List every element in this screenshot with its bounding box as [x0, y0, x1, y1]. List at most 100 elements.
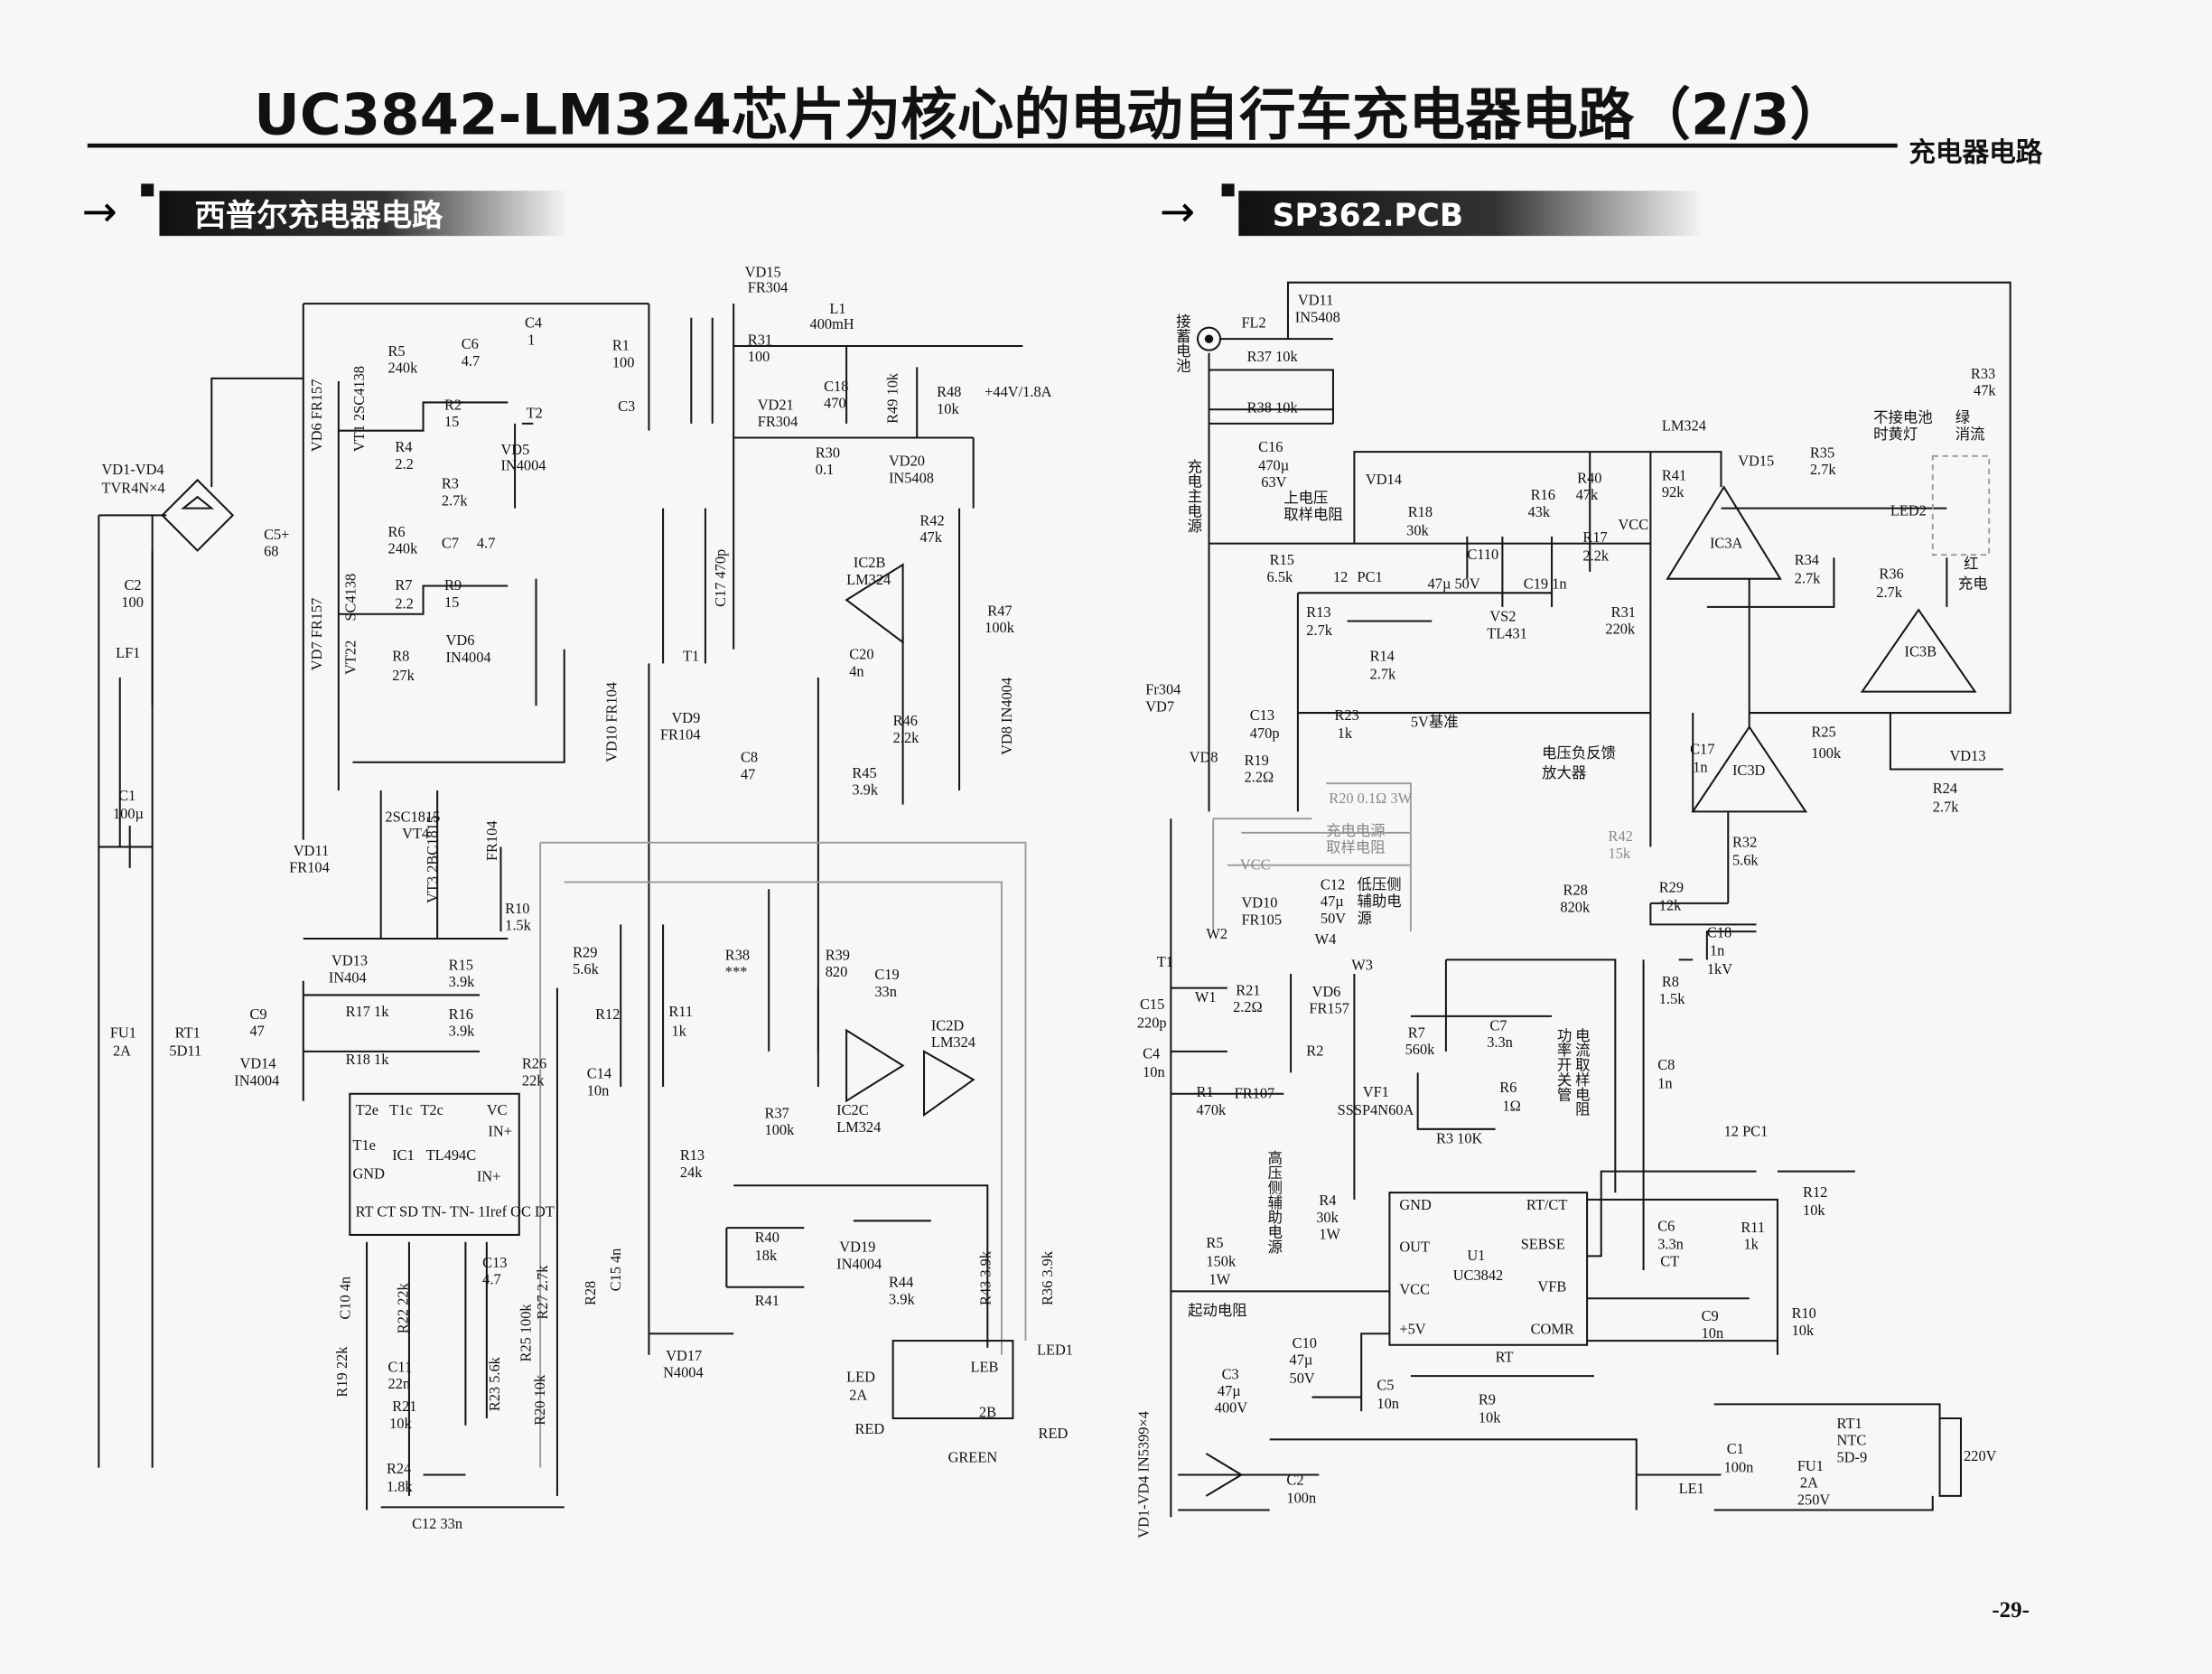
component-label: R18 — [1408, 503, 1433, 520]
component-label: IC1 — [392, 1146, 415, 1164]
component-label: SC4138 — [342, 574, 359, 622]
component-label: R1 — [1196, 1083, 1213, 1100]
component-label: OUT — [1399, 1239, 1430, 1256]
component-label: 3.9k — [449, 973, 475, 990]
component-label: 上电压 — [1283, 489, 1328, 506]
component-label: 3.9k — [852, 781, 878, 799]
component-label: VD20 — [889, 453, 925, 470]
component-label: FR107 — [1235, 1084, 1275, 1101]
component-label: W1 — [1195, 988, 1217, 1005]
component-label: IC2C — [836, 1101, 869, 1118]
component-label: VD13 — [1949, 747, 1985, 764]
component-label: 100k — [765, 1121, 796, 1138]
component-label: 2.7k — [1810, 461, 1836, 478]
component-label: C15 — [1140, 996, 1164, 1013]
component-label: 1kV — [1707, 960, 1732, 977]
component-label: R17 — [1582, 528, 1607, 546]
component-label: R35 — [1810, 444, 1834, 461]
component-label: LED1 — [1037, 1342, 1073, 1359]
component-label: VD1-VD4 IN5399×4 — [1134, 1411, 1152, 1538]
component-label: VD6 — [1312, 983, 1341, 1000]
component-label: GREEN — [948, 1448, 998, 1465]
component-label: 47µ — [1290, 1351, 1313, 1369]
component-label: VD19 — [839, 1239, 875, 1256]
component-label: 47k — [919, 528, 942, 546]
component-label: 0.1 — [816, 461, 834, 478]
component-label: 2A — [113, 1043, 131, 1060]
component-label: +44V/1.8A — [985, 383, 1051, 400]
component-label: VD7 FR157 — [308, 598, 325, 671]
component-label: C12 — [1321, 875, 1345, 893]
component-label: LED — [846, 1368, 875, 1385]
component-label: R7 — [395, 576, 412, 594]
component-label: 10n — [1702, 1324, 1724, 1342]
component-label: T1c — [389, 1101, 412, 1118]
component-label: 470k — [1196, 1101, 1227, 1118]
component-label: 充电主电源 — [1185, 459, 1202, 534]
component-label: 5V基准 — [1411, 714, 1459, 731]
component-label: 47k — [1576, 486, 1599, 503]
component-label: 1.5k — [1659, 990, 1685, 1007]
component-label: IC3B — [1905, 643, 1937, 660]
component-label: 220k — [1605, 621, 1636, 638]
component-label: FL2 — [1241, 314, 1265, 332]
component-label: 92k — [1662, 483, 1685, 500]
component-label: C19 1n — [1524, 575, 1567, 593]
component-label: C19 — [874, 966, 899, 983]
component-label: R8 — [1662, 973, 1679, 990]
component-label: 3.9k — [449, 1023, 475, 1040]
component-label: 2SC1815 — [385, 808, 440, 825]
component-label: VD15 — [1738, 453, 1774, 470]
component-label: L1 — [829, 300, 845, 317]
component-label: 4n — [849, 662, 863, 679]
component-label: 27k — [392, 667, 415, 684]
component-label: C8 — [741, 749, 758, 766]
component-label: 47k — [1974, 382, 1996, 399]
component-label: IN4004 — [500, 456, 546, 473]
component-label: RT1 — [175, 1024, 201, 1041]
component-label: C2 — [124, 576, 141, 594]
component-label: R29 — [1659, 878, 1684, 895]
arrow-right-icon: → — [1160, 188, 1195, 237]
page-category: 充电器电路 — [1909, 136, 2043, 167]
component-label: RT1 — [1837, 1415, 1862, 1432]
component-label: TL431 — [1487, 624, 1527, 641]
component-label: R25 100k — [517, 1304, 534, 1362]
component-label: RED — [854, 1420, 884, 1437]
component-label: R41 — [755, 1292, 779, 1309]
component-label: R42 — [1609, 828, 1633, 845]
component-label: VF1 — [1363, 1083, 1389, 1100]
component-label: R12 — [1803, 1183, 1827, 1201]
component-label: 10n — [1143, 1063, 1165, 1080]
component-label: R17 1k — [346, 1003, 390, 1020]
component-label: Fr304 — [1145, 681, 1181, 698]
component-label: C9 — [249, 1005, 266, 1023]
component-label: 30k — [1406, 521, 1429, 538]
component-label: 10k — [1479, 1409, 1501, 1426]
component-label: 2.2 — [395, 594, 413, 612]
component-label: R37 10k — [1247, 348, 1299, 365]
component-label: 1n — [1710, 942, 1724, 959]
component-label: 2.2Ω — [1233, 998, 1263, 1015]
component-label: 5.6k — [1732, 852, 1759, 869]
component-label: 时黄灯 — [1873, 426, 1918, 443]
component-label: R31 — [1611, 603, 1636, 621]
component-label: COMR — [1531, 1320, 1574, 1337]
component-label: R5 — [1206, 1234, 1223, 1251]
component-label: R45 — [852, 764, 876, 781]
component-label: IN5408 — [889, 469, 934, 486]
component-label: TVR4N×4 — [101, 479, 164, 496]
component-label: FU1 — [1797, 1457, 1824, 1474]
component-label: 取样电阻 — [1283, 506, 1343, 523]
component-label: 红 — [1964, 556, 1978, 573]
component-label: R6 — [388, 523, 406, 540]
component-label: R38 — [725, 946, 750, 963]
right-section-header: SP362.PCB — [1273, 198, 1463, 234]
component-label: 3.3n — [1487, 1033, 1513, 1051]
component-label: R41 — [1662, 466, 1686, 483]
component-label: C1 — [118, 787, 135, 804]
component-label: 240k — [388, 360, 419, 377]
component-label: R2 — [444, 396, 462, 413]
component-label: 接蓄电池 — [1173, 313, 1190, 373]
component-label: RED — [1039, 1425, 1069, 1442]
